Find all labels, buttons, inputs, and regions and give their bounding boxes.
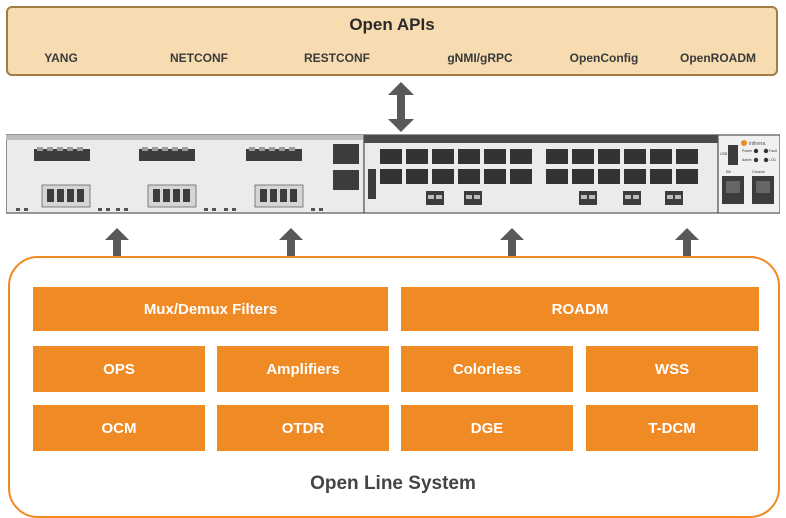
svg-text:Active: Active [742, 158, 752, 162]
svg-text:Console: Console [752, 170, 765, 174]
api-openroadm: OpenROADM [680, 51, 756, 65]
api-yang: YANG [44, 51, 78, 65]
open-apis-title: Open APIs [349, 15, 435, 34]
tile-amplifiers: Amplifiers [217, 346, 389, 392]
svg-text:infinera: infinera [749, 141, 766, 147]
up-arrow-icon [105, 228, 129, 256]
svg-text:Fault: Fault [769, 149, 777, 153]
tile-otdr: OTDR [217, 405, 389, 451]
open-apis-box: Open APIs YANG NETCONF RESTCONF gNMI/gRP… [6, 6, 778, 76]
hardware-chassis: infinera USB Power Active Fault LOC Eth … [6, 134, 780, 214]
tile-dge: DGE [401, 405, 573, 451]
up-arrow-icon [500, 228, 524, 256]
svg-text:Eth: Eth [726, 170, 731, 174]
tile-t-dcm: T-DCM [586, 405, 758, 451]
up-arrow-icon [675, 228, 699, 256]
svg-text:LOC: LOC [769, 158, 777, 162]
api-gnmi-grpc: gNMI/gRPC [447, 51, 513, 65]
api-restconf: RESTCONF [304, 51, 370, 65]
tile-mux-demux-filters: Mux/Demux Filters [33, 287, 388, 331]
api-netconf: NETCONF [170, 51, 228, 65]
tile-wss: WSS [586, 346, 758, 392]
api-openconfig: OpenConfig [569, 51, 639, 65]
up-arrow-icon [279, 228, 303, 256]
svg-text:USB: USB [720, 152, 728, 156]
tile-colorless: Colorless [401, 346, 573, 392]
tile-ocm: OCM [33, 405, 205, 451]
tile-roadm: ROADM [401, 287, 759, 331]
open-line-system-title: Open Line System [310, 473, 476, 494]
tile-ops: OPS [33, 346, 205, 392]
svg-text:Power: Power [742, 149, 753, 153]
bidirectional-arrow-icon [388, 82, 414, 132]
